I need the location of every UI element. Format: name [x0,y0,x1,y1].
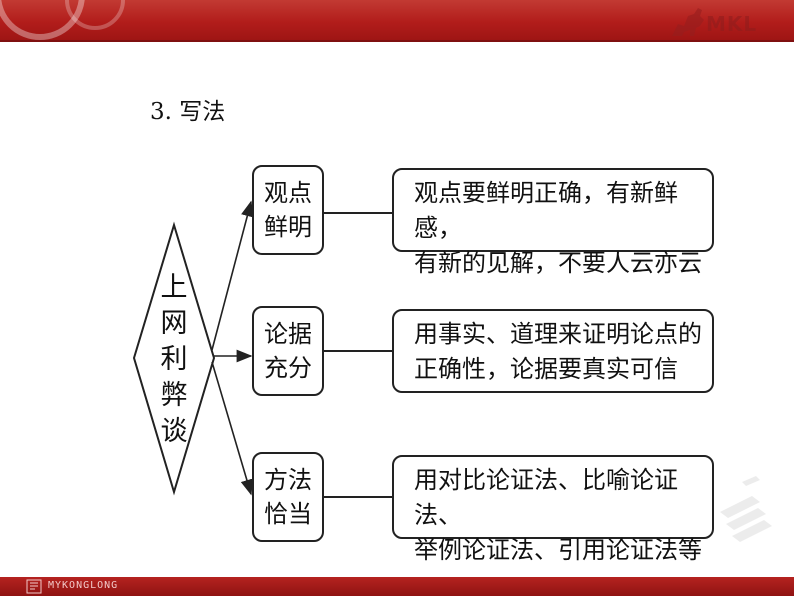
category-box-method: 方法 恰当 [252,452,324,542]
category-line: 充分 [264,354,312,382]
header-underline [0,40,794,42]
category-line: 恰当 [264,500,312,528]
header-bar: MKL [0,0,794,40]
description-line: 用对比论证法、比喻论证法、 [414,466,678,529]
description-line: 举例论证法、引用论证法等 [414,536,702,564]
dinosaur-icon [672,8,704,36]
brand-mark-icon [26,579,42,594]
description-line: 用事实、道理来证明论点的 [414,320,702,348]
description-box-viewpoint: 观点要鲜明正确，有新鲜感， 有新的见解，不要人云亦云 [392,168,714,277]
logo-text: MKL [706,12,758,36]
description-box-evidence: 用事实、道理来证明论点的 正确性，论据要真实可信 [392,309,714,393]
section-title: 3. 写法 [150,99,226,125]
center-char: 弊 [160,380,188,411]
category-line: 观点 [264,179,312,207]
category-box-evidence: 论据 充分 [252,306,324,396]
category-box-viewpoint: 观点 鲜明 [252,165,324,255]
category-line: 论据 [264,320,312,348]
center-char: 上 [160,272,188,303]
category-line: 鲜明 [264,213,312,241]
description-line: 有新的见解，不要人云亦云 [414,249,702,277]
decorative-circles [0,0,125,40]
footer-bar: MYKONGLONG [0,577,794,596]
watermark-graphic [720,476,772,542]
footer-brand-text: MYKONGLONG [48,580,119,591]
brand-logo: MKL [670,4,780,38]
arrow-top [211,200,254,351]
center-char: 谈 [160,416,188,447]
center-char: 网 [160,308,188,339]
description-box-method: 用对比论证法、比喻论证法、 举例论证法、引用论证法等 [392,455,714,564]
arrow-bottom [211,361,254,496]
center-char: 利 [160,344,188,375]
center-diamond [132,221,216,496]
category-line: 方法 [264,466,312,494]
description-line: 正确性，论据要真实可信 [414,355,678,383]
description-line: 观点要鲜明正确，有新鲜感， [414,179,678,242]
center-topic: 上 网 利 弊 谈 [156,270,192,450]
